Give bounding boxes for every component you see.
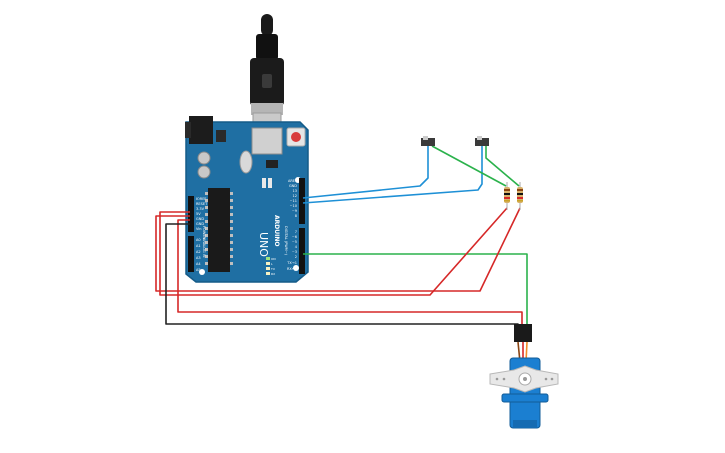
pin-label-reset: RESET [196,202,208,206]
arduino-uno-board[interactable]: ARDUINO UNO IOREF RESET 3.3V 5V GND GND … [185,116,309,283]
voltage-regulator [216,130,226,142]
on-led-label: ON [271,257,276,261]
capacitor [197,165,211,179]
pin-label-d12: 12 [293,194,297,198]
atmega-chip [208,188,230,272]
resistor-2[interactable] [517,182,523,210]
pin-label-a0: A0 [196,238,201,242]
mounting-hole [293,265,299,271]
wire-green-switch-2-resistor[interactable] [485,146,520,187]
pin-label-a2: A2 [196,250,201,254]
crystal-oscillator [239,150,253,174]
analog-header[interactable] [188,236,194,272]
wire-red-resistor-2[interactable] [155,207,521,292]
pin-label-gnd1: GND [196,217,204,221]
wire-red-servo-power[interactable] [177,219,523,325]
pin-label-d2: 2 [295,255,297,259]
analog-header-label: ANALOG IN [202,238,206,258]
pin-label-d13: 13 [293,189,297,193]
resistor-1[interactable] [504,182,510,210]
digital-header-upper[interactable] [299,178,305,224]
rx-led-label: RX [271,272,275,276]
pin-label-d5: ~5 [292,240,297,244]
l-led [266,262,270,265]
mounting-hole [199,269,205,275]
pin-label-d9: ~9 [292,209,297,213]
wires [155,145,528,325]
tx-led-label: TX [270,267,275,271]
servo-mounting-tabs [501,393,549,403]
pin-label-gnd: GND [289,184,297,188]
pin-label-3v3: 3.3V [196,207,205,211]
pin-label-a5: A5 [196,268,201,272]
wire-blue-switch-2[interactable] [302,146,483,204]
wire-green-switch-1-resistor[interactable] [431,145,507,187]
pin-label-d10: ~10 [290,204,297,208]
pin-label-gnd2: GND [196,222,204,226]
dc-power-jack [189,116,213,144]
rx-led [266,272,270,275]
board-model: UNO [257,232,270,257]
pin-label-rx: RX←0 [287,267,297,271]
pin-label-ioref: IOREF [196,197,206,201]
pin-label-a3: A3 [196,256,201,260]
pin-label-d7: 7 [295,230,297,234]
power-header[interactable] [188,196,194,232]
usb-socket [251,127,283,155]
servo-connector[interactable] [514,324,532,342]
board-brand: ARDUINO [273,215,280,246]
servo-motor[interactable] [489,324,559,429]
pin-label-tx: TX→1 [286,261,297,265]
pin-label-vin: Vin [196,227,202,231]
digital-header-label: DIGITAL (PWM~) [284,226,288,256]
pin-label-d3: ~3 [292,250,297,254]
wire-red-resistor-1[interactable] [159,207,508,296]
pin-label-a1: A1 [196,244,201,248]
slide-switch-1[interactable] [421,136,435,146]
digital-header-lower[interactable] [299,228,305,274]
slide-switch-2[interactable] [475,136,489,146]
pin-label-d11: ~11 [290,199,297,203]
pin-label-d6: ~6 [292,235,297,239]
capacitor [197,151,211,165]
pin-label-a4: A4 [196,262,201,266]
l-led-label: L [271,262,273,266]
wire-blue-switch-1[interactable] [302,146,429,199]
pin-label-5v: 5V [196,212,201,216]
pin-label-d4: 4 [295,245,298,249]
pin-label-aref: AREF [288,179,297,183]
reset-button-cap[interactable] [291,132,301,142]
power-header-label: POWER [202,226,206,240]
tx-led [266,267,270,270]
on-led [266,257,270,260]
pin-label-d8: 8 [295,214,297,218]
wire-green-servo-signal[interactable] [303,253,528,325]
